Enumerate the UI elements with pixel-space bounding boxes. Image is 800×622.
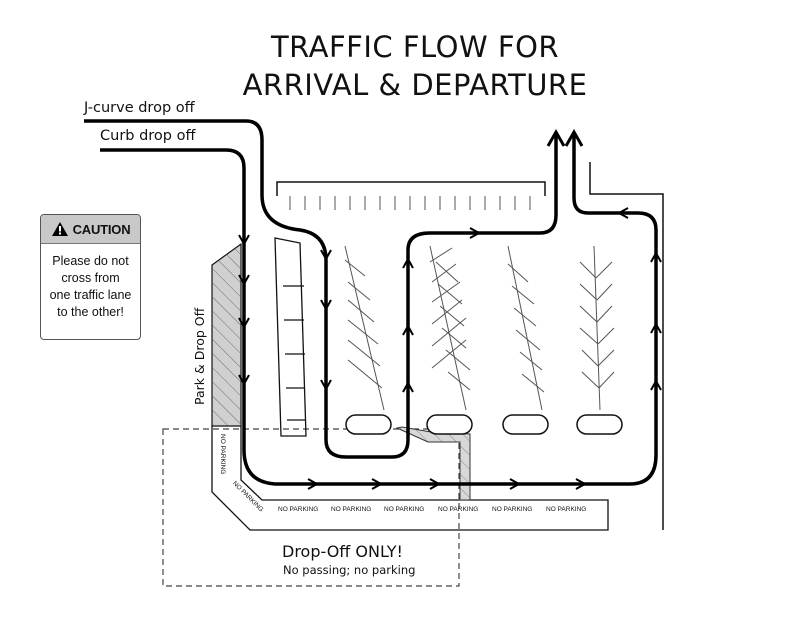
no-parking-label: NO PARKING <box>219 434 226 475</box>
top-parking-stalls <box>289 196 531 210</box>
no-parking-label: NO PARKING <box>492 506 533 513</box>
lot-outline <box>276 162 664 530</box>
no-parking-label: NO PARKING <box>384 506 425 513</box>
curb-dropoff-label: Curb drop off <box>100 128 196 144</box>
diagram-title-line1: TRAFFIC FLOW FOR <box>270 30 560 64</box>
jcurve-route <box>84 119 558 459</box>
no-parking-label: NO PARKING <box>331 506 372 513</box>
caution-message: Please do not cross from one traffic lan… <box>41 244 140 321</box>
caution-sign: CAUTION Please do not cross from one tra… <box>40 214 141 340</box>
curb-route <box>100 135 658 486</box>
caution-heading: CAUTION <box>72 221 131 237</box>
curb-outline <box>211 426 609 531</box>
no-parking-label: NO PARKING <box>546 506 587 513</box>
caution-line: Please do not <box>52 254 129 268</box>
caution-line: one traffic lane <box>49 288 132 302</box>
diagram-title-line2: ARRIVAL & DEPARTURE <box>242 68 588 102</box>
caution-header: CAUTION <box>41 215 140 244</box>
dropoff-zone-subtitle: No passing; no parking <box>283 563 416 577</box>
median-island <box>274 237 307 437</box>
dropoff-zone-title: Drop-Off ONLY! <box>282 542 403 561</box>
direction-arrows <box>238 207 662 490</box>
parking-rows <box>344 245 615 411</box>
park-drop-off-label: Park & Drop Off <box>192 307 207 405</box>
no-parking-label: NO PARKING <box>278 506 319 513</box>
warning-triangle-icon <box>51 221 69 237</box>
jcurve-dropoff-label: J-curve drop off <box>84 100 195 116</box>
no-parking-label: NO PARKING <box>438 506 479 513</box>
caution-line: to the other! <box>57 305 124 319</box>
caution-line: cross from <box>61 271 120 285</box>
dropoff-zone-box <box>162 428 460 587</box>
islands <box>345 414 623 435</box>
exit-arrows <box>546 128 584 147</box>
